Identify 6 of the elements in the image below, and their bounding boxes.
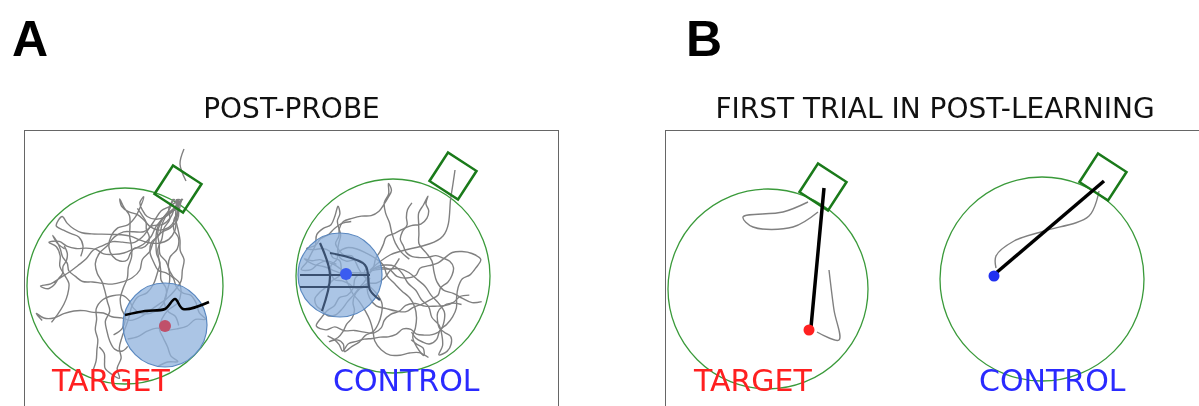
panel-title: FIRST TRIAL IN POST-LEARNING	[714, 92, 1156, 126]
panel-letter: B	[686, 14, 723, 64]
condition-label: CONTROL	[333, 366, 480, 396]
panel-title: POST-PROBE	[202, 92, 381, 126]
panel-letter: A	[12, 14, 49, 64]
condition-label: CONTROL	[979, 366, 1126, 396]
